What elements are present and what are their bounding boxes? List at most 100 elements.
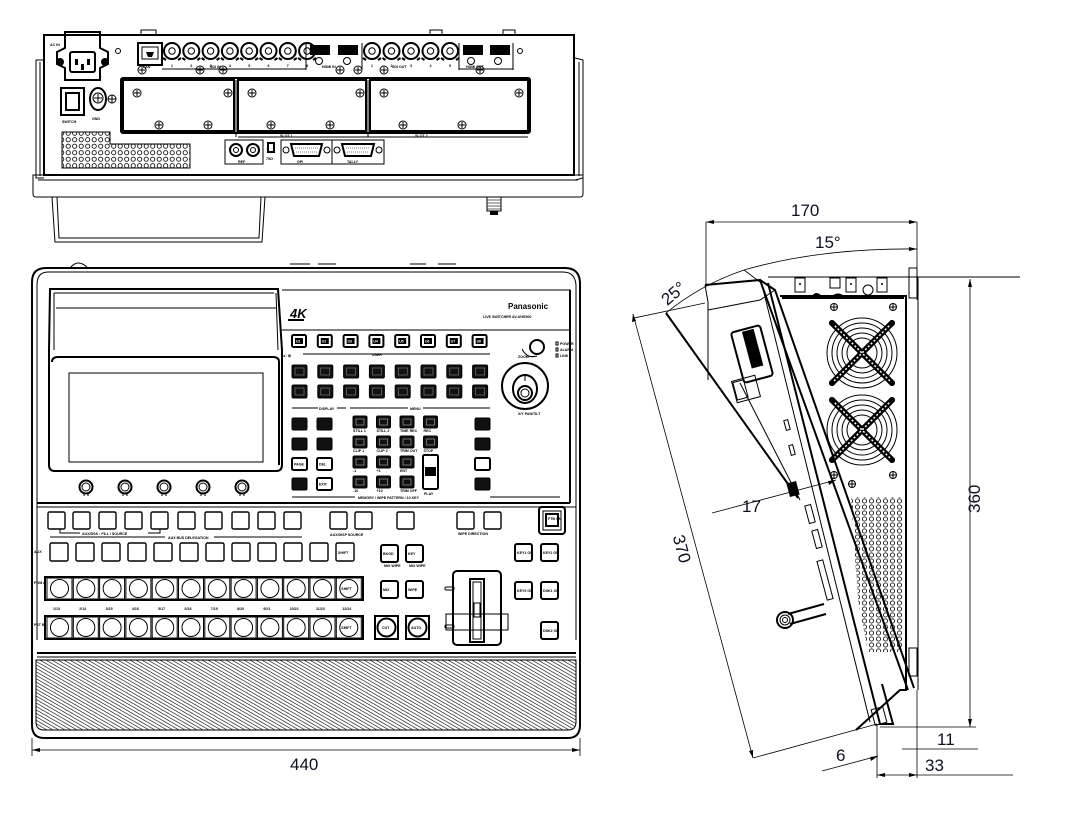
pst-crosspoint-button[interactable] [181,618,201,637]
pst-crosspoint-button[interactable] [234,618,254,637]
lcd-knob[interactable] [78,479,94,495]
aux-button[interactable] [101,542,121,562]
aux-button[interactable] [309,542,329,562]
aux-delegation-button[interactable] [329,511,348,530]
t-bar-fader[interactable] [444,570,509,646]
key-on-button[interactable] [540,581,559,600]
user-button-frame[interactable] [342,334,359,348]
menu-function-button[interactable] [343,364,360,379]
pst-shift-button[interactable] [339,618,359,637]
menu-key[interactable] [376,475,391,489]
key-on-button[interactable] [514,581,533,600]
user-button-frame[interactable] [291,334,307,348]
pst-crosspoint-button[interactable] [128,618,148,637]
aux-button[interactable] [179,542,199,562]
transition-key-mix[interactable] [380,580,399,599]
user-button-5[interactable]: U5 [394,334,411,348]
menu-key[interactable] [376,435,391,449]
menu-key[interactable] [423,435,438,449]
right-function-key[interactable] [474,417,491,431]
user-button-frame[interactable] [394,334,411,348]
transition-key-wipe[interactable] [405,580,424,599]
menu-key[interactable] [399,435,415,449]
aux-delegation-button[interactable] [257,511,276,530]
play-key[interactable] [422,454,439,490]
display-key[interactable] [316,437,333,451]
pst-crosspoint-button[interactable] [260,618,280,637]
aux-button[interactable] [231,542,251,562]
user-button-7[interactable]: U7 [445,334,462,348]
user-button-frame[interactable] [471,334,488,348]
menu-function-button[interactable] [291,384,308,399]
user-button-frame[interactable] [316,334,333,348]
aux-shift-button[interactable] [335,542,355,562]
pgm-shift-button[interactable] [339,579,359,598]
menu-function-button[interactable] [317,384,334,399]
menu-key[interactable] [352,455,368,469]
menu-function-button[interactable] [472,384,489,399]
display-key[interactable] [291,457,308,471]
aux-button[interactable] [283,542,303,562]
aux-delegation-button[interactable] [72,511,91,530]
aux-delegation-button[interactable] [177,511,196,530]
user-button-4[interactable]: U4 [368,334,385,348]
aux-delegation-button[interactable] [354,511,373,530]
pgm-crosspoint-button[interactable] [102,579,122,598]
aux-delegation-button[interactable] [483,511,502,530]
menu-key[interactable] [376,455,391,469]
key-on-button[interactable] [540,543,559,562]
pgm-crosspoint-button[interactable] [260,579,280,598]
display-key[interactable] [291,417,308,431]
menu-function-button[interactable] [472,364,489,379]
zoom-knob[interactable]: ZOOM [518,339,545,359]
pgm-crosspoint-button[interactable] [286,579,306,598]
display-key[interactable] [291,477,308,491]
display-key[interactable] [316,477,333,491]
menu-key[interactable] [423,415,438,429]
pgm-crosspoint-button[interactable] [155,579,175,598]
aux-button[interactable] [153,542,173,562]
right-function-key[interactable] [474,457,491,471]
menu-key[interactable] [352,415,368,429]
aux-delegation-button[interactable] [456,511,475,530]
aux-delegation-button[interactable] [204,511,223,530]
ftb-button[interactable]: FTB ON [538,506,566,535]
menu-function-button[interactable] [368,384,385,399]
pgm-crosspoint-button[interactable] [313,579,332,598]
aux-button[interactable] [257,542,277,562]
display-key[interactable] [291,437,308,451]
pst-crosspoint-button[interactable] [76,618,96,637]
menu-key[interactable] [376,415,391,429]
right-function-key[interactable] [474,477,491,491]
user-button-frame[interactable] [420,334,436,348]
menu-key[interactable] [399,475,415,489]
pst-crosspoint-button[interactable] [155,618,175,637]
user-button-1[interactable]: U1 [291,334,307,348]
pgm-crosspoint-button[interactable] [76,579,96,598]
menu-function-button[interactable] [343,384,360,399]
pgm-crosspoint-button[interactable] [207,579,227,598]
menu-function-button[interactable] [317,364,334,379]
key-on-button[interactable] [540,621,559,640]
user-button-frame[interactable] [368,334,385,348]
pst-crosspoint-button[interactable] [286,618,306,637]
user-button-3[interactable]: U3 [342,334,359,348]
menu-function-button[interactable] [368,364,385,379]
pgm-crosspoint-button[interactable] [50,579,69,598]
menu-function-button[interactable] [394,364,411,379]
user-button-2[interactable]: U2 [316,334,333,348]
aux-button[interactable] [205,542,225,562]
right-function-key[interactable] [474,437,491,451]
user-button-frame[interactable] [445,334,462,348]
menu-key[interactable] [352,435,368,449]
key-on-button[interactable] [514,543,533,562]
cut-button[interactable]: CUT [374,615,399,640]
pst-crosspoint-button[interactable] [313,618,332,637]
aux-button[interactable] [127,542,147,562]
user-button-6[interactable]: U6 [420,334,436,348]
pgm-crosspoint-button[interactable] [128,579,148,598]
pst-crosspoint-button[interactable] [102,618,122,637]
display-key[interactable] [316,417,333,431]
aux-delegation-button[interactable] [231,511,250,530]
menu-key[interactable] [399,455,415,469]
